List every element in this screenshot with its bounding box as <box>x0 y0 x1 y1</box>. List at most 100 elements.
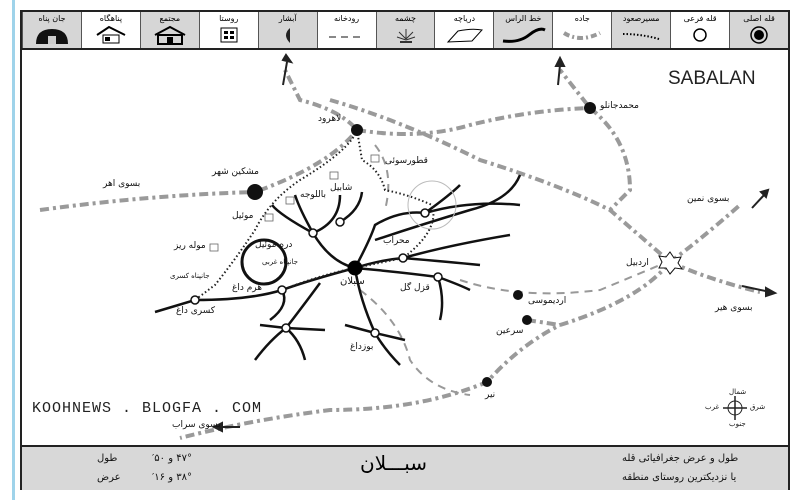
sub-peak-icon[interactable] <box>370 328 380 338</box>
legend-bar: قله اصلی قله فرعی مسیرصعود جاده خط الراس… <box>22 12 788 50</box>
ridge <box>339 191 364 224</box>
village-icon <box>264 213 274 222</box>
route-qatursui <box>354 129 435 269</box>
sub-peak-icon[interactable] <box>281 323 291 333</box>
town-sarein-icon[interactable] <box>522 315 532 325</box>
river-1 <box>359 289 471 396</box>
legend-label: قله فرعی <box>683 14 717 23</box>
road-mohammadjanlu-south <box>588 106 633 212</box>
longitude-value: ۴۷° و ۵۰′ <box>152 453 192 464</box>
label-qatursui: قطورسوئی <box>385 156 428 166</box>
sub-peak-icon[interactable] <box>420 208 430 218</box>
label-buzdagh: بوزداغ <box>350 342 374 352</box>
label-refuge-kasri: جانپناه کسری <box>170 272 210 280</box>
arrow-up-icon <box>282 61 288 86</box>
footer-note-2: یا نزدیکترین روستای منطقه <box>622 472 737 483</box>
river-icon <box>328 36 365 38</box>
village-icon <box>370 154 380 163</box>
village-icon <box>220 27 238 43</box>
label-to-sarab: بسوی سراب <box>172 420 221 430</box>
compass-rose-icon <box>723 396 747 420</box>
legend-climbing-route: مسیرصعود <box>611 12 671 48</box>
sub-peak-icon[interactable] <box>335 217 345 227</box>
sub-peak-icon <box>693 28 707 42</box>
label-meshginshahr: مشکین شهر <box>212 167 259 177</box>
town-nir-icon[interactable] <box>482 377 492 387</box>
ridge <box>374 174 522 242</box>
road-icon <box>563 31 602 40</box>
city-ardabil-icon[interactable] <box>658 251 684 275</box>
river-3 <box>374 144 390 211</box>
legend-label: مسیرصعود <box>622 14 660 23</box>
ridge-lines <box>154 174 522 366</box>
compass-south: جنوب <box>729 420 746 428</box>
label-mohammadjanlu: محمدجانلو <box>600 101 639 111</box>
label-qezel-gol: قزل گل <box>400 283 430 293</box>
sub-peak-icon[interactable] <box>190 295 200 305</box>
main-peak-sabalan-icon[interactable] <box>347 260 363 276</box>
compass-east: شرق <box>750 403 766 411</box>
info-footer: طول ۴۷° و ۵۰′ عرض ۳۸° و ۱۶′ طول و عرض جغ… <box>22 445 788 490</box>
label-baluja: باللوجه <box>300 190 327 200</box>
road-to-namin <box>329 98 742 265</box>
label-darre-muil: دره موئیل <box>255 240 293 250</box>
towns <box>247 102 596 387</box>
compass-north: شمال <box>729 388 747 396</box>
road-ahar-lahrud <box>39 69 360 212</box>
legend-label: روستا <box>219 14 239 23</box>
main-peak-icon <box>750 26 768 44</box>
legend-sub-peak: قله فرعی <box>670 12 729 48</box>
ridge <box>271 204 314 235</box>
map-title: SABALAN <box>668 68 756 89</box>
label-mehrab: محراب <box>383 236 410 246</box>
legend-river: رودخانه <box>316 12 376 48</box>
label-sabalan: سبلان <box>340 276 365 287</box>
sub-peak-icon[interactable] <box>398 253 408 263</box>
town-ardimusi-icon[interactable] <box>513 290 523 300</box>
legend-spring: چشمه <box>375 12 435 48</box>
legend-waterfall: آبشار <box>257 12 317 48</box>
lake-icon <box>447 28 484 43</box>
label-mule-riz: موله ریز <box>174 241 206 251</box>
climbing-routes <box>194 129 435 301</box>
climbing-route-icon <box>623 33 660 40</box>
footer-note-1: طول و عرض جغرافیائی قله <box>622 453 739 464</box>
compass-west: غرب <box>705 403 720 411</box>
road-to-sarab <box>179 260 672 440</box>
ridge <box>353 184 461 269</box>
river-2 <box>459 264 661 295</box>
label-ardabil: اردبیل <box>626 258 649 268</box>
town-mohammadjanlu-icon[interactable] <box>584 102 596 114</box>
label-refuge-gharbi: جانپناه غربی <box>262 258 298 266</box>
refuge-gharbi-circle <box>240 238 288 286</box>
label-kasri-dagh: کسری داغ <box>176 306 216 316</box>
legend-label: پناهگاه <box>99 14 123 23</box>
legend-main-peak: قله اصلی <box>729 12 788 48</box>
ridge <box>354 266 471 321</box>
sub-peak-icon[interactable] <box>433 272 443 282</box>
sub-peak-icon[interactable] <box>277 285 287 295</box>
label-to-hir: بسوی هیر <box>715 303 753 313</box>
label-to-ahar: بسوی اهر <box>103 179 141 189</box>
town-lahrud-icon[interactable] <box>351 124 363 136</box>
left-edge-line <box>12 0 15 500</box>
legend-label: رودخانه <box>333 14 360 23</box>
label-lahrud: لاهرود <box>318 114 342 124</box>
label-nir: نیر <box>485 390 496 400</box>
legend-lake: دریاچه <box>434 12 493 48</box>
legend-label: مجتمع <box>159 14 181 23</box>
town-meshginshahr-icon[interactable] <box>247 184 263 200</box>
shelter-icon <box>96 25 126 44</box>
village-icon <box>209 243 219 252</box>
website-watermark: KOOHNEWS . BLOGFA . COM <box>32 400 263 417</box>
latitude-label: عرض <box>97 472 121 483</box>
ridge-line-icon <box>503 27 547 43</box>
peak-name: سبـــلان <box>360 451 427 475</box>
legend-label: جان پناه <box>38 14 66 23</box>
arrow-up-icon <box>557 64 561 86</box>
label-muil: موئیل <box>232 211 254 221</box>
sub-peak-icon[interactable] <box>308 228 318 238</box>
arrow-up-right-icon <box>751 193 766 209</box>
